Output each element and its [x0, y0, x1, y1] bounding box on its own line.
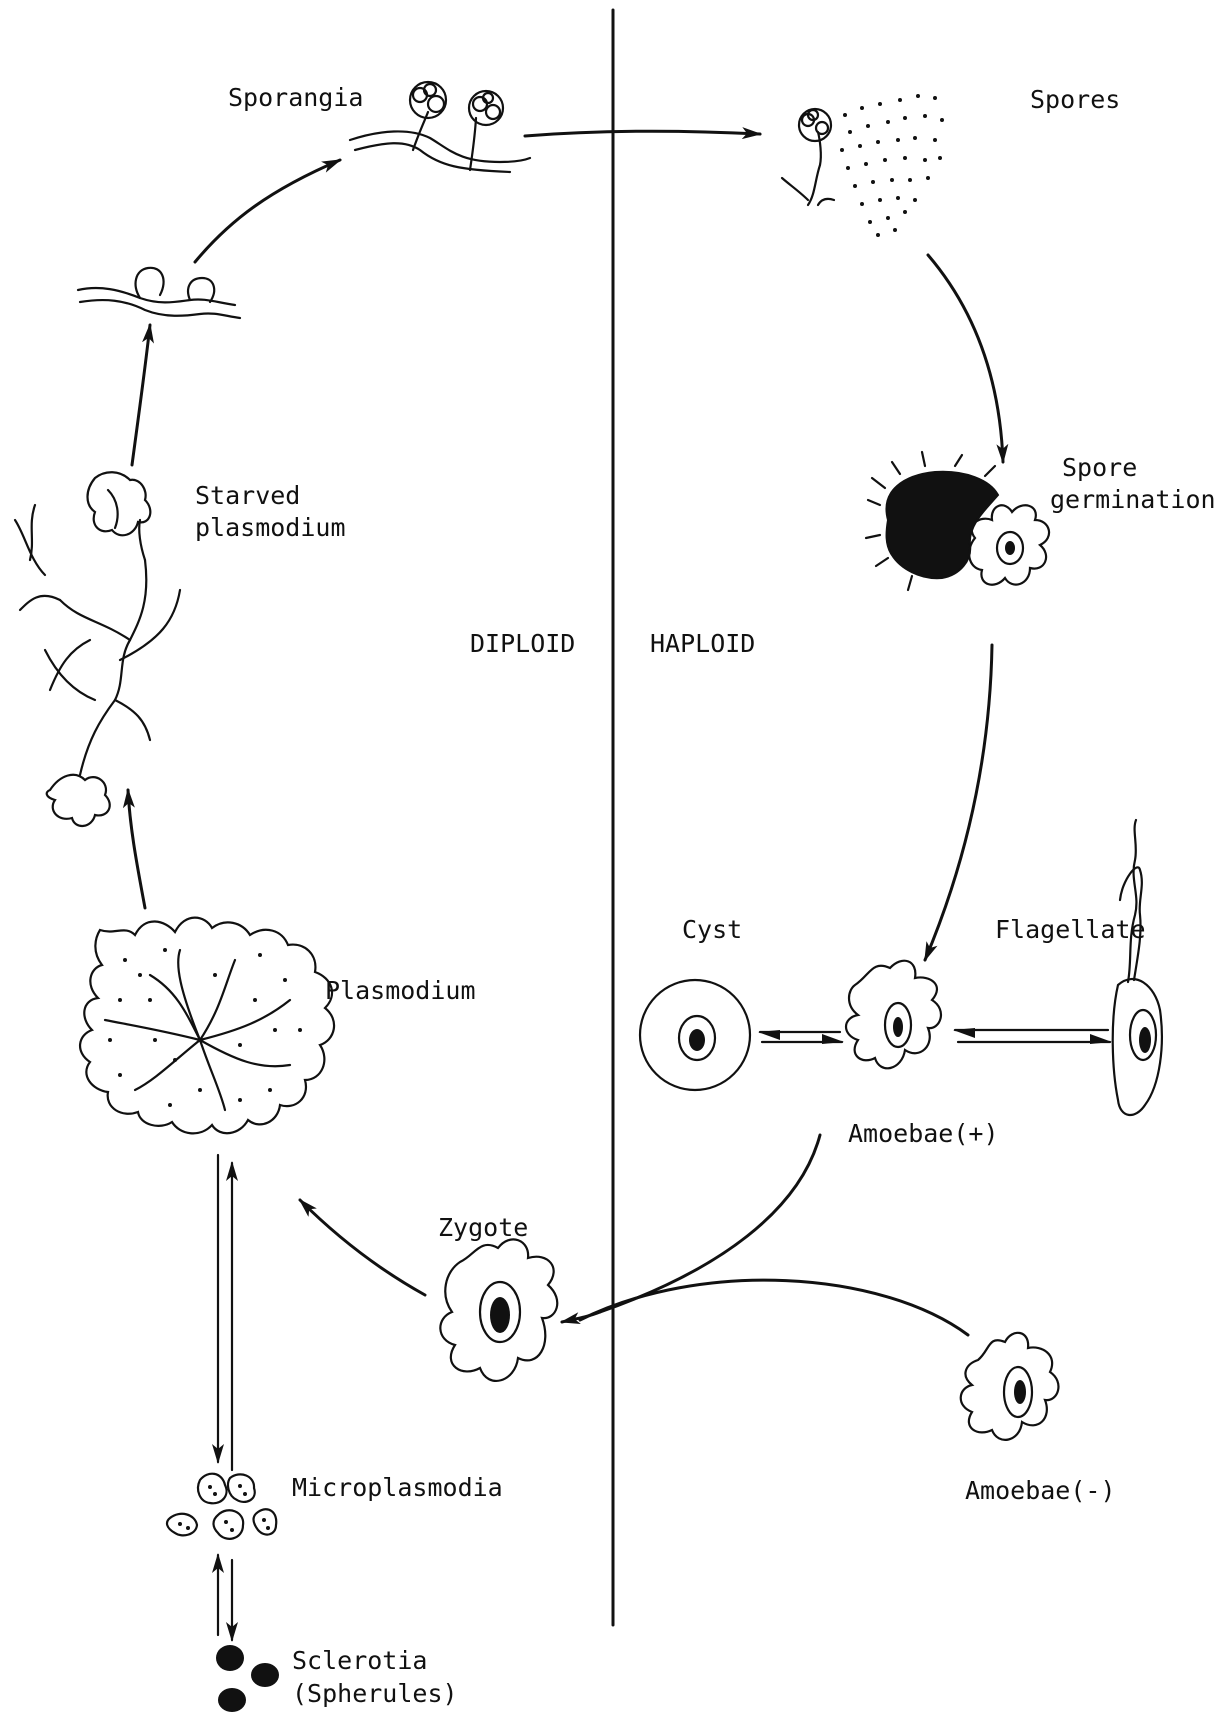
label-diploid: DIPLOID [470, 628, 575, 660]
zygote-illustration [440, 1239, 557, 1381]
arrow-starved-to-fruiting [132, 325, 150, 465]
arrow-amoebae-plus-to-zygote [600, 1135, 820, 1312]
arrow-sporangia-to-spores [525, 131, 760, 136]
spores-illustration [782, 94, 944, 237]
plasmodium-illustration [80, 918, 334, 1134]
label-sclerotia-line2: (Spherules) [292, 1678, 458, 1710]
arrow-plasmodium-to-growth [128, 790, 145, 908]
fruiting-initial-illustration [78, 268, 240, 318]
starved-plasmodium-illustration [88, 472, 151, 535]
spore-germination-illustration [866, 452, 1049, 590]
label-sporangia: Sporangia [228, 82, 363, 114]
label-starved-line2: plasmodium [195, 512, 346, 544]
arrow-amoebae-minus-to-zygote [580, 1280, 968, 1335]
amoebae-minus-illustration [961, 1333, 1059, 1440]
cyst-illustration [640, 980, 750, 1090]
label-haploid: HAPLOID [650, 628, 755, 660]
label-amoebae-minus: Amoebae(-) [965, 1475, 1116, 1507]
arrow-germination-to-amoebae [925, 645, 992, 960]
label-sclerotia-line1: Sclerotia [292, 1645, 427, 1677]
arrow-spores-to-germination [928, 255, 1003, 462]
flagellate-illustration [1113, 820, 1162, 1115]
arrow-fruiting-to-sporangia [195, 160, 340, 262]
sclerotia-illustration [216, 1645, 279, 1712]
label-microplasmodia: Microplasmodia [292, 1472, 503, 1504]
label-plasmodium: Plasmodium [325, 975, 476, 1007]
microplasmodia-illustration [167, 1474, 276, 1539]
plasmodial-network-illustration [15, 505, 180, 826]
amoebae-plus-illustration [846, 961, 941, 1069]
label-spore-germination-line1: Spore [1062, 452, 1137, 484]
label-zygote: Zygote [438, 1212, 528, 1244]
sporangia-illustration [350, 82, 530, 172]
label-flagellate: Flagellate [995, 914, 1146, 946]
label-spore-germination-line2: germination [1050, 484, 1216, 516]
label-amoebae-plus: Amoebae(+) [848, 1118, 999, 1150]
label-spores: Spores [1030, 84, 1120, 116]
label-cyst: Cyst [682, 914, 742, 946]
arrow-zygote-to-plasmodium [300, 1200, 425, 1295]
label-starved-line1: Starved [195, 480, 300, 512]
